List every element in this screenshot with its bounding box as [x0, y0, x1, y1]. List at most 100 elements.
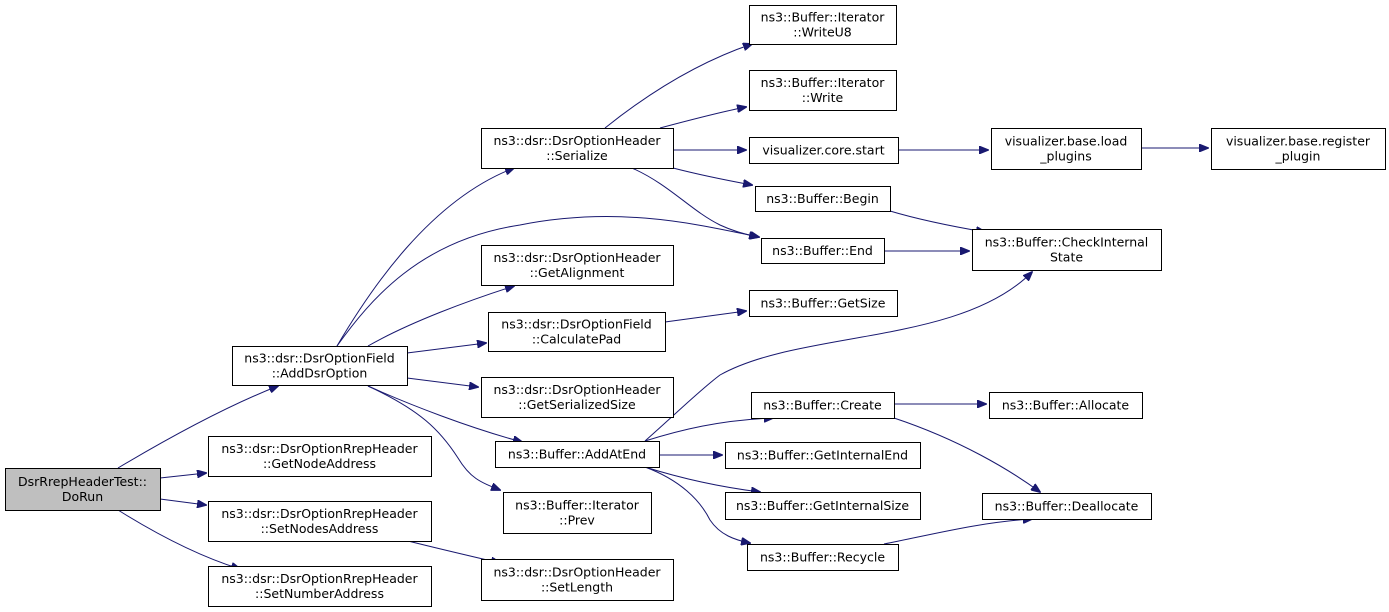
node-allocate[interactable]: ns3::Buffer::Allocate [989, 392, 1143, 419]
node-set-number-address[interactable]: ns3::dsr::DsrOptionRrepHeader::SetNumber… [208, 566, 432, 607]
node-set-nodes-address[interactable]: ns3::dsr::DsrOptionRrepHeader::SetNodesA… [208, 501, 432, 542]
node-get-serialized-size[interactable]: ns3::dsr::DsrOptionHeader::GetSerialized… [481, 377, 674, 418]
node-label: ::SetNumberAddress [255, 586, 384, 601]
node-box [761, 238, 885, 264]
node-label: ns3::Buffer::Deallocate [995, 499, 1139, 514]
node-begin[interactable]: ns3::Buffer::Begin [755, 186, 891, 212]
node-box [982, 493, 1152, 520]
node-label: State [1050, 250, 1083, 265]
node-iter-prev[interactable]: ns3::Buffer::Iterator::Prev [503, 492, 652, 534]
node-box [972, 229, 1162, 271]
node-write[interactable]: ns3::Buffer::Iterator::Write [749, 70, 897, 111]
node-label: ns3::dsr::DsrOptionHeader [493, 250, 661, 265]
node-add-at-end[interactable]: ns3::Buffer::AddAtEnd [495, 441, 660, 468]
node-box [755, 186, 891, 212]
node-box [991, 128, 1142, 170]
node-label: ns3::Buffer::Iterator [515, 498, 640, 513]
node-label: ns3::Buffer::Recycle [760, 550, 885, 565]
node-box [747, 544, 899, 571]
node-deallocate[interactable]: ns3::Buffer::Deallocate [982, 493, 1152, 520]
node-label: ns3::Buffer::GetInternalEnd [737, 448, 908, 463]
node-load-plugins[interactable]: visualizer.base.load_plugins [991, 128, 1142, 170]
node-write-u8[interactable]: ns3::Buffer::Iterator::WriteU8 [749, 5, 897, 45]
node-box [5, 468, 161, 511]
node-box [208, 436, 432, 477]
node-label: ns3::dsr::DsrOptionField [244, 351, 394, 366]
node-add-dsr-option[interactable]: ns3::dsr::DsrOptionField::AddDsrOption [232, 346, 408, 386]
node-label: ns3::dsr::DsrOptionField [501, 317, 651, 332]
edge-recycle-to-deallocate [883, 519, 1032, 545]
node-label: _plugin [1275, 149, 1321, 164]
node-label: ns3::dsr::DsrOptionRrepHeader [221, 571, 418, 586]
edge-add-dsr-option-to-get-alignment [367, 286, 514, 347]
node-label: DsrRrepHeaderTest:: [18, 474, 147, 489]
node-label: ns3::Buffer::Iterator [761, 75, 886, 90]
node-label: DoRun [62, 489, 103, 504]
edge-add-at-end-to-check-internal-state [644, 272, 1032, 442]
node-box [495, 441, 660, 468]
node-label: ::AddDsrOption [272, 366, 368, 381]
node-recycle[interactable]: ns3::Buffer::Recycle [747, 544, 899, 571]
nodes-layer: DsrRrepHeaderTest::DoRunns3::dsr::DsrOpt… [5, 5, 1386, 607]
edge-add-dsr-option-to-serialize [336, 168, 514, 347]
node-box [481, 128, 674, 169]
node-box [749, 5, 897, 45]
edge-add-dsr-option-to-add-at-end [367, 385, 522, 442]
node-label: ns3::Buffer::CheckInternal [985, 235, 1149, 250]
node-register-plugin[interactable]: visualizer.base.register_plugin [1211, 128, 1386, 170]
node-calculate-pad[interactable]: ns3::dsr::DsrOptionField::CalculatePad [488, 312, 666, 352]
node-label: ns3::Buffer::End [772, 243, 873, 258]
node-box [749, 70, 897, 111]
edge-root-to-add-dsr-option [117, 386, 278, 469]
node-label: _plugins [1039, 149, 1091, 164]
node-label: ::GetSerializedSize [518, 397, 636, 412]
edge-serialize-to-begin [672, 167, 752, 185]
node-label: visualizer.base.register [1226, 134, 1371, 149]
node-label: ns3::Buffer::Begin [766, 191, 879, 206]
edge-create-to-deallocate [893, 417, 1040, 492]
node-box [232, 346, 408, 386]
edge-serialize-to-write-u8 [604, 44, 752, 129]
edge-serialize-to-write [659, 107, 746, 129]
node-label: ns3::dsr::DsrOptionHeader [493, 133, 661, 148]
edge-root-to-set-number-address [117, 509, 240, 569]
node-label: ::SetLength [541, 580, 613, 595]
node-end[interactable]: ns3::Buffer::End [761, 238, 885, 264]
node-label: ns3::Buffer::AddAtEnd [508, 447, 646, 462]
edge-begin-to-check-internal-state [889, 210, 985, 232]
node-label: ::SetNodesAddress [261, 521, 379, 536]
node-core-start[interactable]: visualizer.core.start [749, 137, 899, 164]
node-label: ns3::dsr::DsrOptionHeader [493, 382, 661, 397]
node-serialize[interactable]: ns3::dsr::DsrOptionHeader::Serialize [481, 128, 674, 169]
node-box [725, 492, 921, 520]
node-get-alignment[interactable]: ns3::dsr::DsrOptionHeader::GetAlignment [481, 245, 674, 286]
node-get-node-address[interactable]: ns3::dsr::DsrOptionRrepHeader::GetNodeAd… [208, 436, 432, 477]
node-box [749, 290, 898, 317]
node-box [1211, 128, 1386, 170]
node-get-internal-size[interactable]: ns3::Buffer::GetInternalSize [725, 492, 921, 520]
node-get-size[interactable]: ns3::Buffer::GetSize [749, 290, 898, 317]
node-label: ns3::Buffer::Allocate [1002, 398, 1130, 413]
node-label: ns3::dsr::DsrOptionRrepHeader [221, 441, 418, 456]
node-label: ns3::Buffer::Iterator [761, 10, 886, 25]
node-box [481, 245, 674, 286]
node-box [503, 492, 652, 534]
node-label: visualizer.core.start [762, 143, 884, 158]
node-label: ns3::dsr::DsrOptionRrepHeader [221, 506, 418, 521]
node-label: ns3::Buffer::GetSize [761, 296, 886, 311]
node-box [481, 377, 674, 418]
node-root[interactable]: DsrRrepHeaderTest::DoRun [5, 468, 161, 511]
node-label: ::WriteU8 [793, 25, 852, 40]
node-box [488, 312, 666, 352]
edge-add-dsr-option-to-calculate-pad [406, 343, 486, 354]
node-get-internal-end[interactable]: ns3::Buffer::GetInternalEnd [725, 442, 921, 469]
edge-add-dsr-option-to-iter-prev [367, 385, 500, 490]
node-label: ::Prev [559, 513, 595, 528]
node-set-length[interactable]: ns3::dsr::DsrOptionHeader::SetLength [481, 559, 674, 601]
edge-root-to-set-nodes-address [159, 498, 206, 505]
node-label: ::CalculatePad [532, 332, 621, 347]
node-create[interactable]: ns3::Buffer::Create [751, 392, 895, 419]
node-label: ns3::dsr::DsrOptionHeader [493, 565, 661, 580]
